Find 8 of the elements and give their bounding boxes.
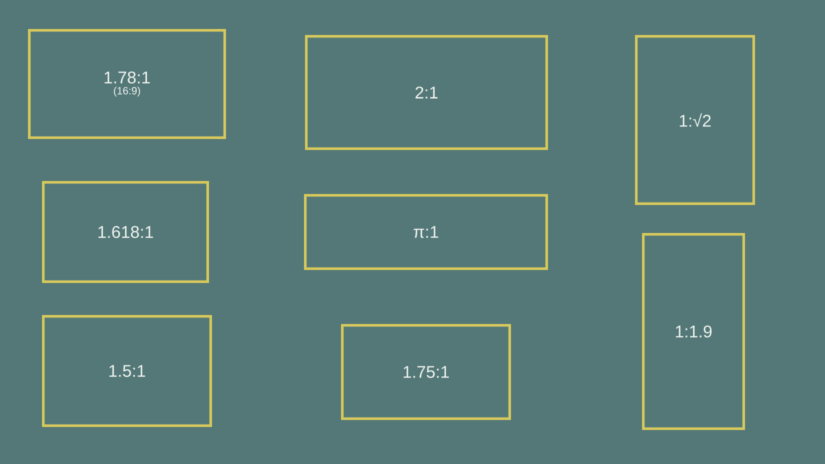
ratio-rectangle: 1.75:1 bbox=[341, 324, 511, 420]
ratio-rectangle: 1.618:1 bbox=[42, 181, 209, 283]
ratio-rectangle: 1.78:1 (16:9) bbox=[28, 29, 226, 139]
ratio-rectangle: π:1 bbox=[304, 194, 548, 270]
ratio-rectangle: 1.5:1 bbox=[42, 315, 212, 427]
ratio-rectangle: 2:1 bbox=[305, 35, 548, 150]
ratio-rectangle: 1:√2 bbox=[635, 35, 755, 205]
ratio-rectangle: 1:1.9 bbox=[642, 233, 745, 430]
